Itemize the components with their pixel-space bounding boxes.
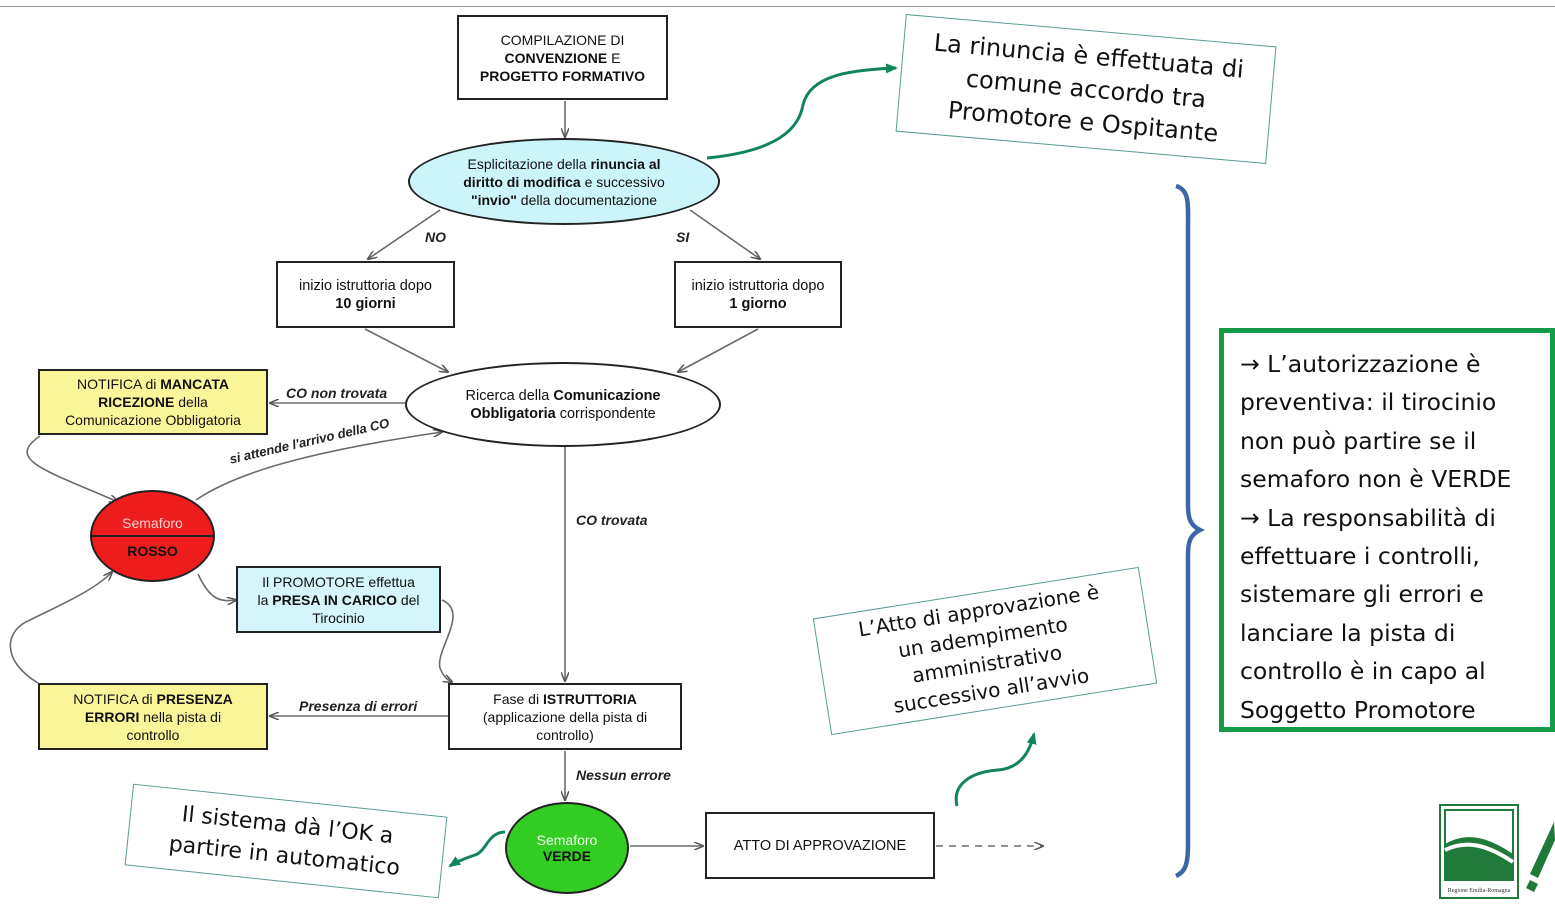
node-fase-istruttoria: Fase di ISTRUTTORIA (applicazione della …: [448, 683, 682, 750]
edge-rosso-ricerca: [195, 432, 442, 501]
node-notifica-presenza-errori: NOTIFICA di PRESENZA ERRORI nella pista …: [38, 683, 268, 750]
label-presenza-errori: Presenza di errori: [299, 698, 418, 714]
label-si: SI: [676, 229, 690, 245]
node-rinuncia: Esplicitazione della rinuncia al diritto…: [408, 138, 720, 225]
label-co-non-trovata: CO non trovata: [286, 385, 388, 401]
arrow-icon: →: [1240, 350, 1260, 378]
teal-arrow-verde: [448, 830, 506, 868]
top-rule: [0, 6, 1555, 7]
semaforo-verde: Semaforo VERDE: [505, 802, 629, 894]
node-istruttoria-10-giorni: inizio istruttoria dopo 10 giorni: [276, 261, 455, 328]
edge-istr1-ricerca: [678, 328, 759, 372]
logo-caption: Regione Emilia-Romagna: [1448, 888, 1511, 894]
label-no: NO: [425, 229, 446, 245]
edge-istr10-ricerca: [364, 328, 448, 372]
edge-rosso-presa: [197, 573, 236, 601]
node-notifica-mancata-ricezione: NOTIFICA di MANCATA RICEZIONE della Comu…: [38, 369, 268, 435]
label-co-trovata: CO trovata: [576, 512, 648, 528]
node-istruttoria-1-giorno: inizio istruttoria dopo 1 giorno: [674, 261, 842, 328]
edge-errori-rosso: [9, 572, 112, 684]
node-presa-in-carico: Il PROMOTORE effettua la PRESA IN CARICO…: [236, 566, 441, 633]
node-compilazione: COMPILAZIONE DI CONVENZIONE E PROGETTO F…: [457, 15, 668, 100]
node-ricerca-co: Ricerca della Comunicazione Obbligatoria…: [405, 362, 721, 447]
arrow-icon: →: [1240, 503, 1260, 532]
regione-emilia-romagna-logo: Regione Emilia-Romagna: [1439, 804, 1519, 899]
teal-arrow-atto: [954, 732, 1037, 807]
teal-arrow-rinuncia: [706, 63, 898, 160]
logo-mark-icon: [1526, 822, 1555, 892]
edge-rinuncia-no: [368, 209, 441, 259]
curly-brace: [1174, 183, 1206, 879]
label-nessun-errore: Nessun errore: [576, 767, 671, 783]
edge-presa-istruttoria: [438, 599, 453, 682]
node-atto-approvazione: ATTO DI APPROVAZIONE: [705, 812, 935, 879]
semaforo-rosso: Semaforo ROSSO: [90, 490, 215, 582]
sidebox-autorizzazione: → L’autorizzazione è preventiva: il tiro…: [1219, 328, 1555, 732]
edge-notifica-rosso: [26, 435, 118, 502]
edge-rinuncia-si: [689, 209, 760, 259]
